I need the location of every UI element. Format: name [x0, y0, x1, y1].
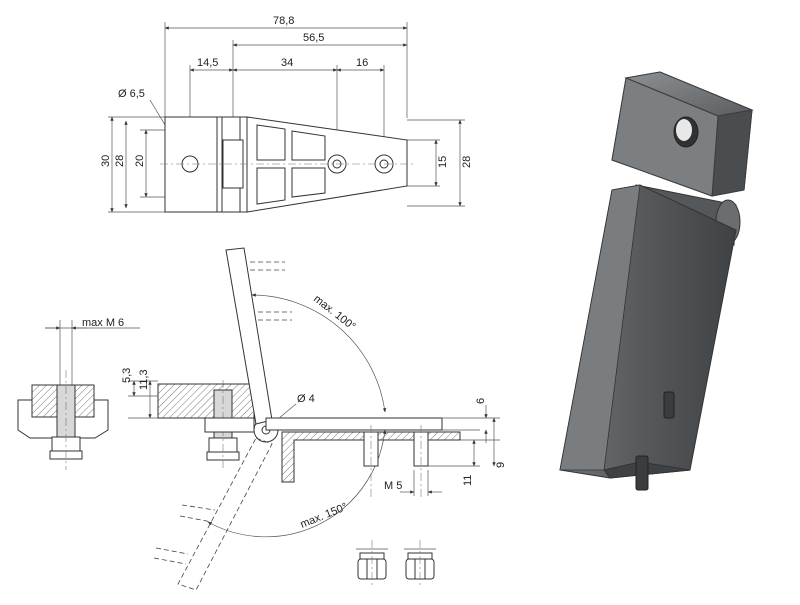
label-angle-150: max. 150° [299, 501, 350, 531]
leaf-closed [265, 417, 443, 431]
label-pin-diameter: Ø 4 [297, 393, 315, 405]
dim-height-inner: 20 [134, 155, 146, 167]
panel-section-center [157, 383, 255, 419]
side-view-left: max M 6 [17, 317, 140, 470]
dim-offset: 14,5 [197, 57, 218, 69]
dim-tip-outer: 28 [461, 156, 473, 168]
dim-5-3: 5,3 [121, 368, 133, 383]
panel-section-right [281, 431, 461, 483]
label-max-thread: max M 6 [82, 317, 124, 329]
dim-overall-length: 78,8 [273, 15, 294, 27]
dim-eleven: 11 [462, 475, 474, 486]
dim-hole-spacing-a: 34 [281, 57, 293, 69]
leaf-open-150 [177, 437, 273, 591]
dim-hole-diameter: Ø 6,5 [118, 88, 145, 100]
label-bolt-thread: M 5 [384, 480, 402, 492]
dim-tip-height: 15 [437, 156, 449, 168]
side-view-center: 5,3 11,3 Ø 4 max. 100° max. 150° [121, 247, 507, 591]
nut-details [356, 540, 436, 585]
dim-hole-spacing-b: 16 [356, 57, 368, 69]
top-view: 78,8 56,5 14,5 34 16 Ø 6,5 30 28 20 15 2… [100, 15, 473, 213]
dim-height-mid: 28 [114, 155, 126, 167]
dim-nine: 9 [495, 462, 507, 468]
hinge-3d-render [559, 71, 754, 491]
dim-six: 6 [475, 398, 487, 404]
hinge-leaf-tapered [246, 116, 408, 213]
dim-11-3: 11,3 [138, 369, 150, 390]
dim-height-outer: 30 [100, 155, 112, 167]
dim-base-length: 56,5 [303, 32, 324, 44]
